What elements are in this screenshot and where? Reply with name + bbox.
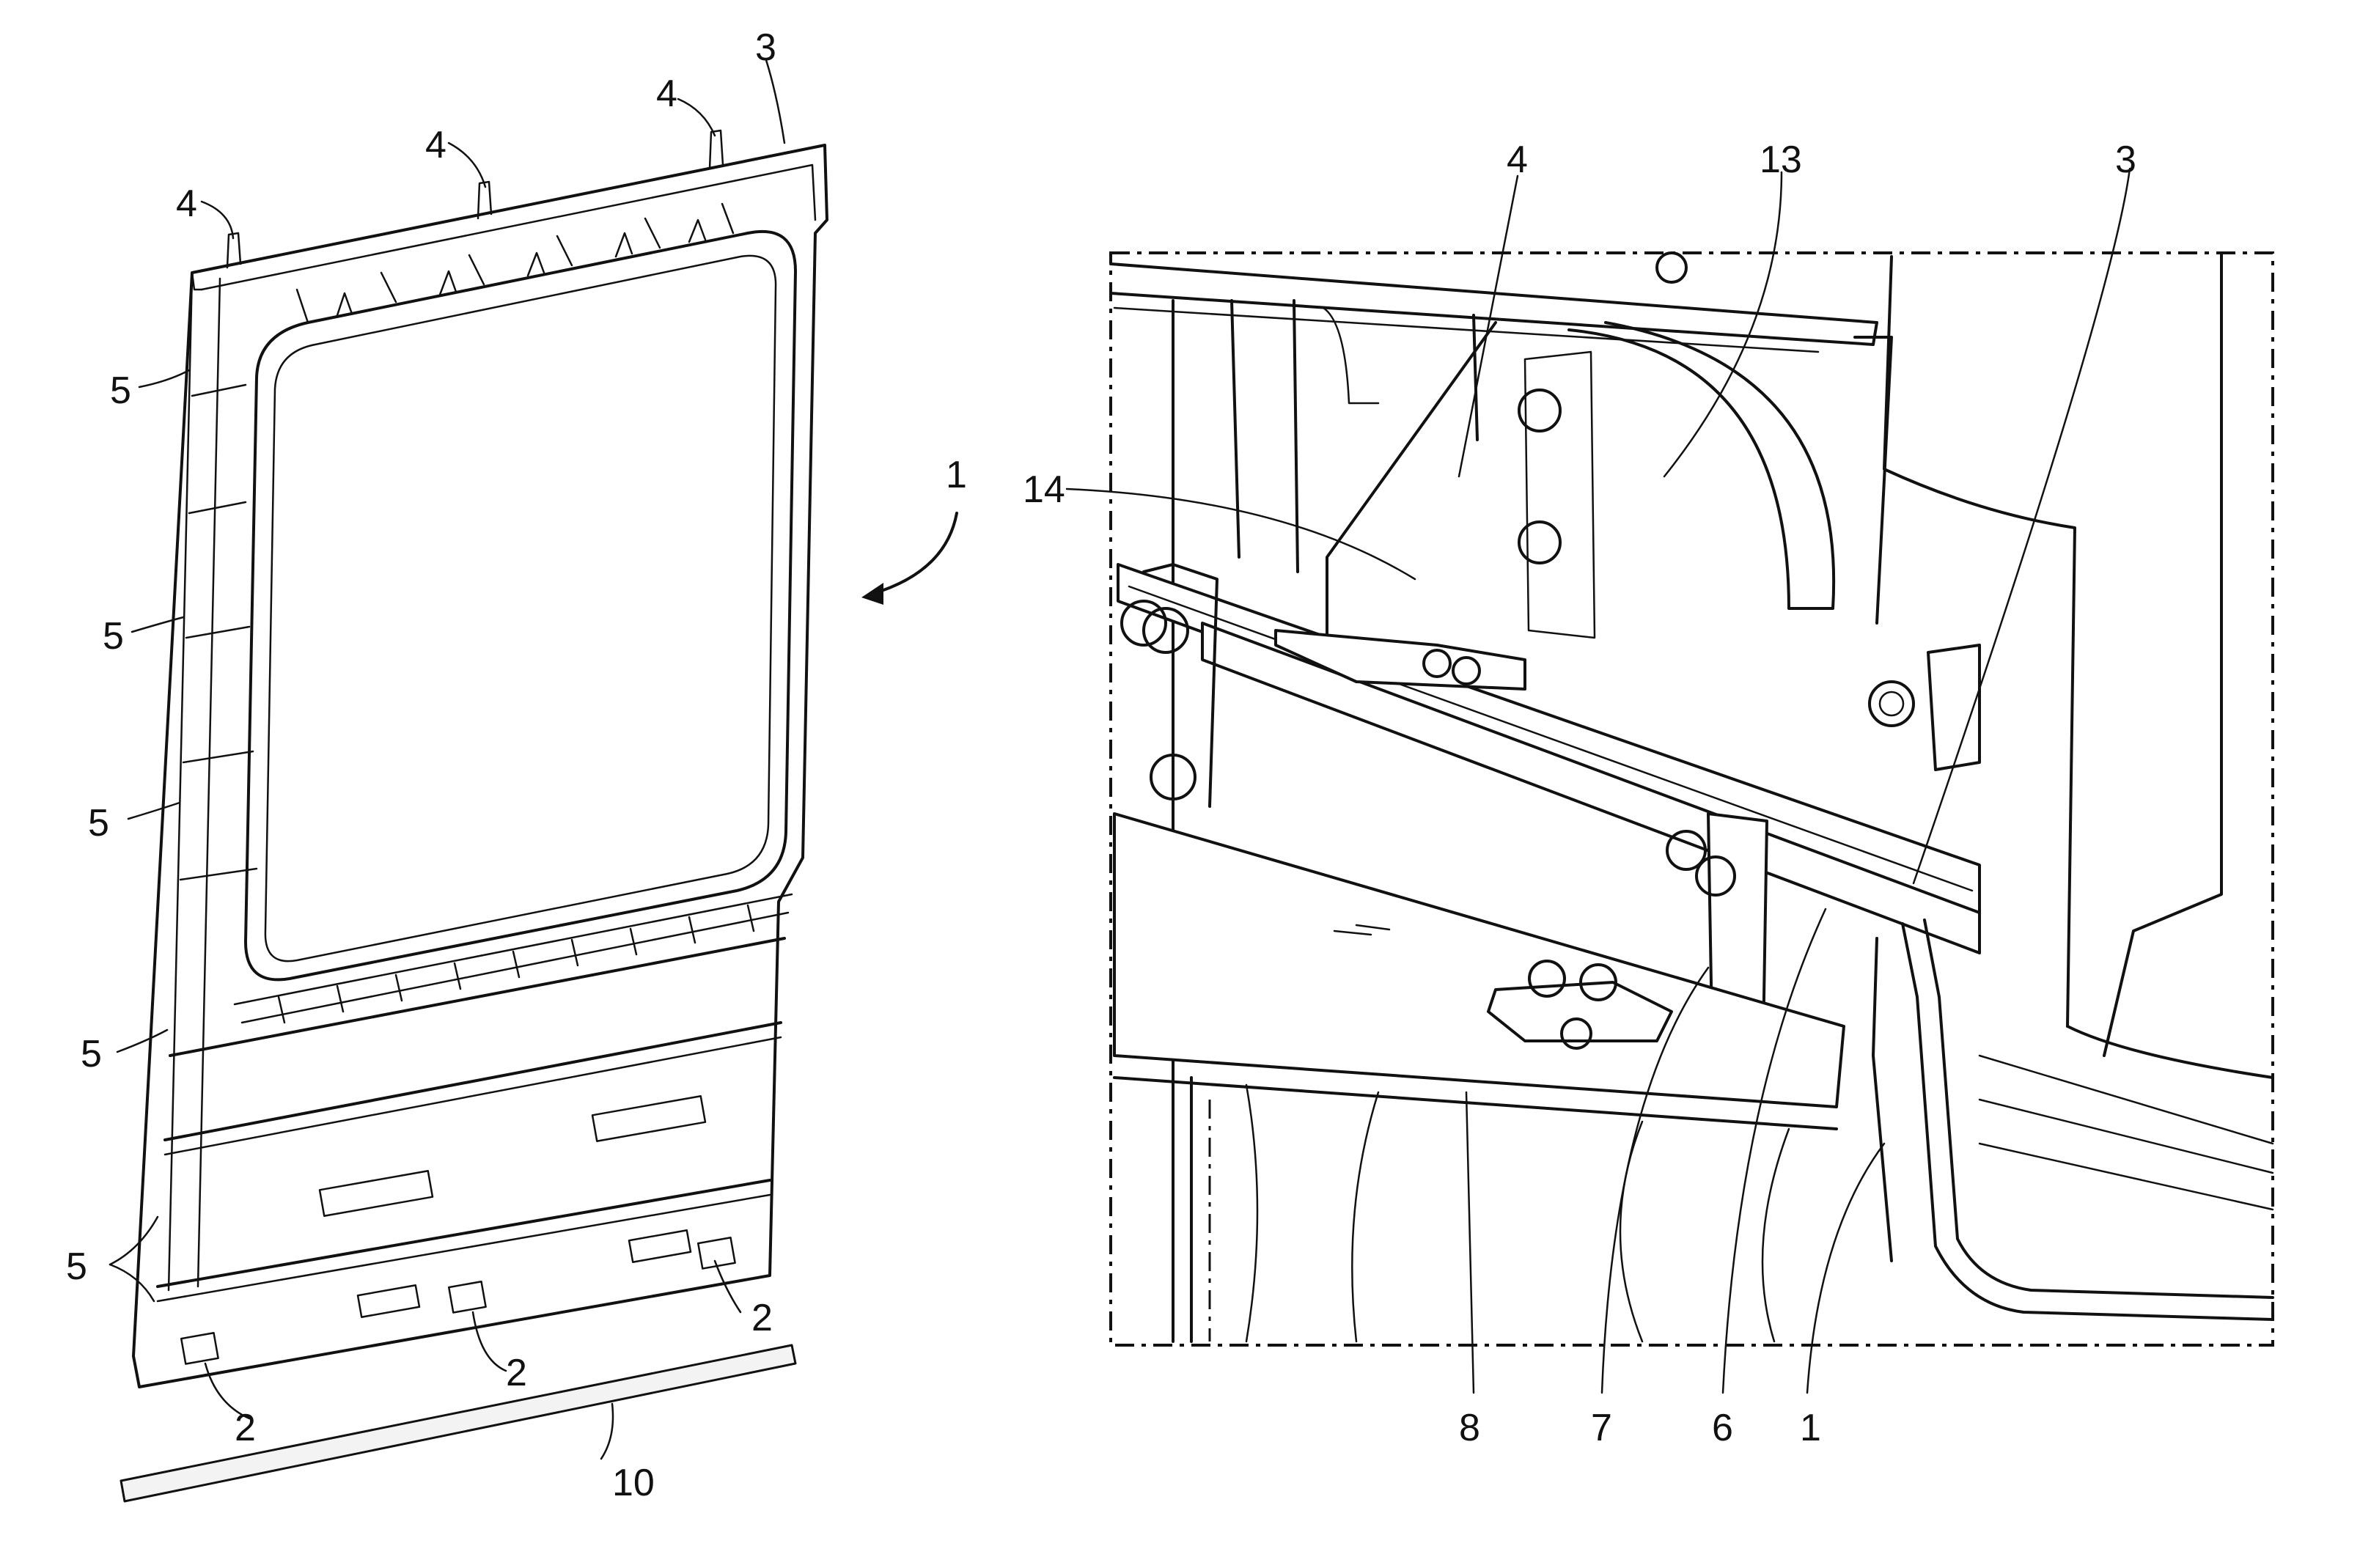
label-1-assembly: 1 xyxy=(946,454,967,496)
label-5-side-3: 5 xyxy=(88,802,109,844)
label-4-bracket: 4 xyxy=(1507,139,1528,181)
label-2-tab-left: 2 xyxy=(235,1407,256,1449)
label-14-clip: 14 xyxy=(1023,468,1065,511)
label-5-side-4: 5 xyxy=(81,1033,102,1075)
label-1-profile: 1 xyxy=(1800,1407,1821,1449)
label-7-bracket: 7 xyxy=(1591,1407,1612,1449)
label-2-tab-right: 2 xyxy=(751,1297,773,1339)
label-3-top-edge: 3 xyxy=(755,26,776,69)
label-3-rail: 3 xyxy=(2115,139,2136,181)
label-2-tab-mid: 2 xyxy=(506,1352,527,1394)
left-view-labels: 1 3 4 4 4 5 5 5 5 5 2 2 2 10 xyxy=(66,26,967,1504)
left-view-leaders xyxy=(110,60,957,1459)
label-4-clip-left: 4 xyxy=(176,183,197,225)
label-5-side-5: 5 xyxy=(66,1245,87,1288)
label-4-clip-right: 4 xyxy=(656,73,677,115)
label-8-plate: 8 xyxy=(1459,1407,1480,1449)
label-6-part: 6 xyxy=(1712,1407,1733,1449)
label-4-clip-middle: 4 xyxy=(425,124,446,166)
label-5-side-1: 5 xyxy=(110,369,131,412)
left-view-drawing xyxy=(121,130,827,1501)
label-13-plate: 13 xyxy=(1760,139,1802,181)
label-10-strip: 10 xyxy=(612,1462,655,1504)
label-5-side-2: 5 xyxy=(103,615,124,658)
detail-view-drawing xyxy=(1111,253,2273,1345)
